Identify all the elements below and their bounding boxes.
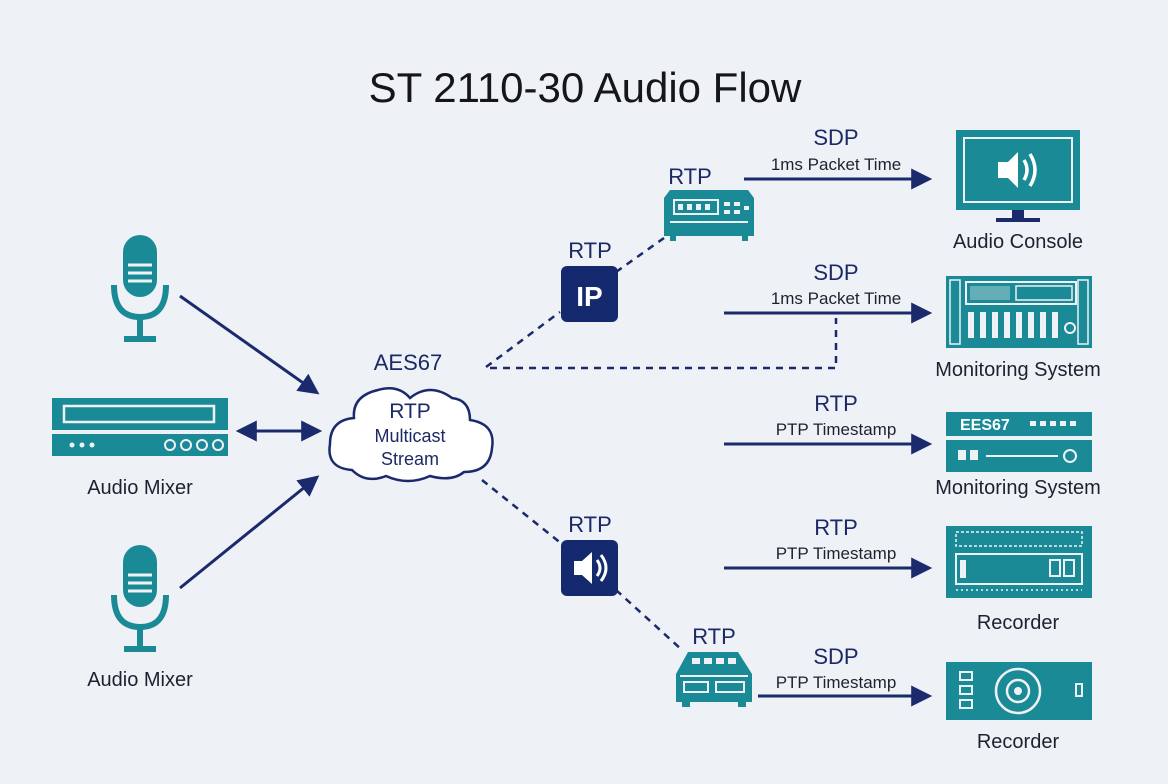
bottom-switch-label: RTP — [692, 624, 736, 649]
destination-3-label: Monitoring System — [935, 477, 1101, 499]
link-2-title: SDP — [813, 260, 858, 285]
destination-5-label: Recorder — [977, 731, 1060, 753]
link-2-subtitle: 1ms Packet Time — [771, 289, 901, 308]
cloud-line1: RTP — [389, 400, 431, 423]
cloud-to-speaker-dashed-link — [481, 479, 563, 545]
monitoring-rack-icon — [946, 276, 1092, 348]
speaker-node-icon — [561, 540, 618, 596]
recorder-rack-icon — [946, 662, 1092, 720]
speaker-to-switch-dashed-link — [615, 589, 683, 651]
recorder-rack-icon — [946, 526, 1092, 598]
speaker-node-label: RTP — [568, 512, 612, 537]
device-text: EES67 — [960, 417, 1010, 434]
multicast-cloud-icon — [328, 387, 494, 483]
link-3-subtitle: PTP Timestamp — [776, 420, 897, 439]
microphone-icon — [111, 545, 169, 652]
audio-mixer-label: Audio Mixer — [87, 477, 193, 499]
top-router-label: RTP — [668, 164, 712, 189]
mic-top-to-cloud-arrow — [179, 294, 320, 395]
link-3-title: RTP — [814, 391, 858, 416]
link-4-title: RTP — [814, 515, 858, 540]
ip-badge-text: IP — [576, 281, 602, 312]
link-1-subtitle: 1ms Packet Time — [771, 155, 901, 174]
ip-to-router-dashed-link — [615, 236, 665, 274]
cloud-protocol-label: AES67 — [374, 350, 443, 375]
network-switch-icon — [676, 652, 752, 707]
link-5-subtitle: PTP Timestamp — [776, 673, 897, 692]
network-router-icon — [664, 190, 754, 241]
audio-mixer-rack-icon — [52, 398, 228, 456]
link-4-subtitle: PTP Timestamp — [776, 544, 897, 563]
cloud-to-ip-dashed-link — [485, 310, 561, 369]
audio-console-monitor-icon — [956, 130, 1080, 222]
ip-node-label: RTP — [568, 238, 612, 263]
cloud-line2: Multicast — [374, 426, 445, 446]
mic-bottom-to-cloud-arrow — [179, 475, 320, 590]
diagram-title: ST 2110-30 Audio Flow — [369, 64, 802, 111]
bottom-source-label: Audio Mixer — [87, 669, 193, 691]
link-5-title: SDP — [813, 644, 858, 669]
destination-1-label: Audio Console — [953, 231, 1083, 253]
link-1-title: SDP — [813, 125, 858, 150]
microphone-icon — [111, 235, 169, 342]
cloud-line3: Stream — [381, 449, 439, 469]
monitoring-rack-icon: EES67 — [946, 412, 1092, 472]
cloud-to-monitoring-dashed-link — [490, 318, 838, 370]
destination-4-label: Recorder — [977, 612, 1060, 634]
ip-node-icon: IP — [561, 266, 618, 322]
destination-2-label: Monitoring System — [935, 359, 1101, 381]
